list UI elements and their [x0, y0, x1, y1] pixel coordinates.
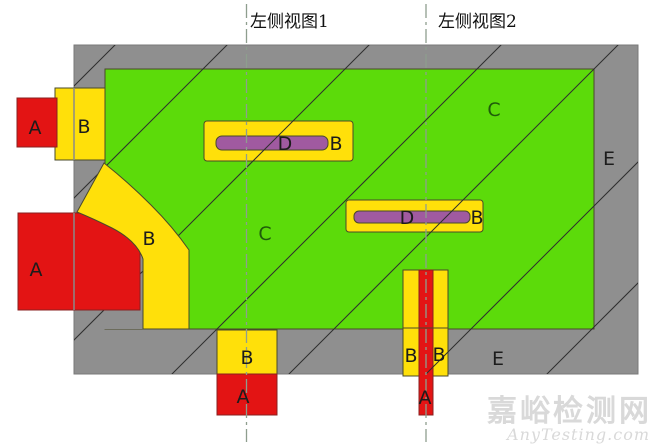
label-c-lower: C: [258, 223, 271, 245]
label-a-top-left: A: [29, 117, 42, 139]
label-a-bottom: A: [237, 386, 250, 408]
yellow-elbow-insert: [76, 162, 190, 330]
left-top-red-block: [16, 97, 58, 148]
label-b-slot1: B: [329, 133, 342, 155]
view-title-1: 左侧视图1: [250, 12, 329, 32]
label-c-upper: C: [487, 99, 500, 121]
slot-assembly-2: [345, 199, 484, 233]
label-a-pin: A: [419, 387, 432, 409]
label-e-bottom: E: [492, 348, 504, 370]
label-d-slot2: D: [400, 207, 415, 229]
label-b-pin-left: B: [404, 345, 417, 367]
label-d-slot1: D: [278, 133, 293, 155]
slot2-purple-insert: [353, 210, 471, 224]
label-b-elbow: B: [142, 228, 155, 250]
label-b-bottom: B: [240, 347, 253, 369]
view-title-2: 左侧视图2: [438, 12, 517, 32]
label-e-right: E: [603, 148, 615, 170]
slot1-purple-insert: [215, 135, 329, 151]
label-a-big-left: A: [30, 259, 43, 281]
label-b-pin-right: B: [432, 344, 445, 366]
label-b-slot2: B: [470, 207, 483, 229]
watermark-en: AnyTesting.com: [505, 425, 650, 444]
left-insert-assembly: [16, 87, 190, 330]
watermark-cn: 嘉峪检测网: [487, 394, 652, 429]
label-b-top-left: B: [77, 116, 90, 138]
slot-assembly-1: [203, 120, 354, 162]
